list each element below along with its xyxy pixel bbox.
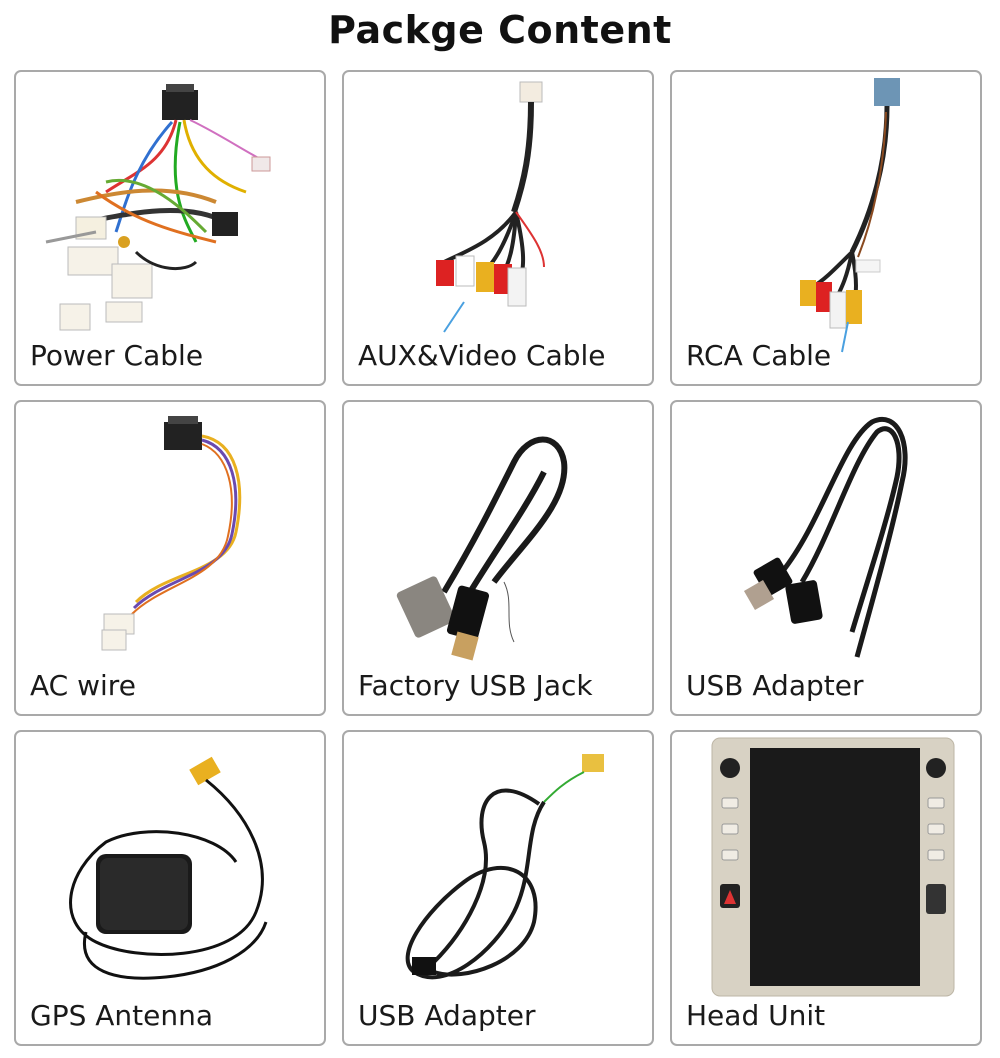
item-label: GPS Antenna: [30, 999, 214, 1032]
item-label: RCA Cable: [686, 339, 832, 372]
item-label: USB Adapter: [358, 999, 536, 1032]
item-card-factory-usb-jack: Factory USB Jack: [342, 400, 654, 716]
usb-adapter-2-icon: [405, 754, 604, 980]
gps-antenna-icon: [69, 756, 268, 980]
usb-adapter-icon: [743, 417, 908, 658]
item-label: AC wire: [30, 669, 136, 702]
item-label: Power Cable: [30, 339, 204, 372]
factory-usb-jack-icon: [396, 436, 568, 661]
rca-cable-icon: [800, 78, 900, 353]
head-unit-icon: [711, 737, 955, 997]
power-cable-icon: [45, 84, 271, 331]
item-card-ac-wire: AC wire: [14, 400, 326, 716]
item-label: Head Unit: [686, 999, 826, 1032]
item-card-rca-cable: RCA Cable: [670, 70, 982, 386]
item-card-power-cable: Power Cable: [14, 70, 326, 386]
item-label: AUX&Video Cable: [358, 339, 606, 372]
item-card-gps-antenna: GPS Antenna: [14, 730, 326, 1046]
item-card-head-unit: Head Unit: [670, 730, 982, 1046]
item-card-usb-adapter-2: USB Adapter: [342, 730, 654, 1046]
item-label: USB Adapter: [686, 669, 864, 702]
item-card-aux-video-cable: AUX&Video Cable: [342, 70, 654, 386]
item-label: Factory USB Jack: [358, 669, 593, 702]
page-title: Packge Content: [328, 8, 672, 52]
ac-wire-icon: [101, 416, 242, 651]
aux-video-cable-icon: [436, 81, 545, 333]
item-card-usb-adapter: USB Adapter: [670, 400, 982, 716]
